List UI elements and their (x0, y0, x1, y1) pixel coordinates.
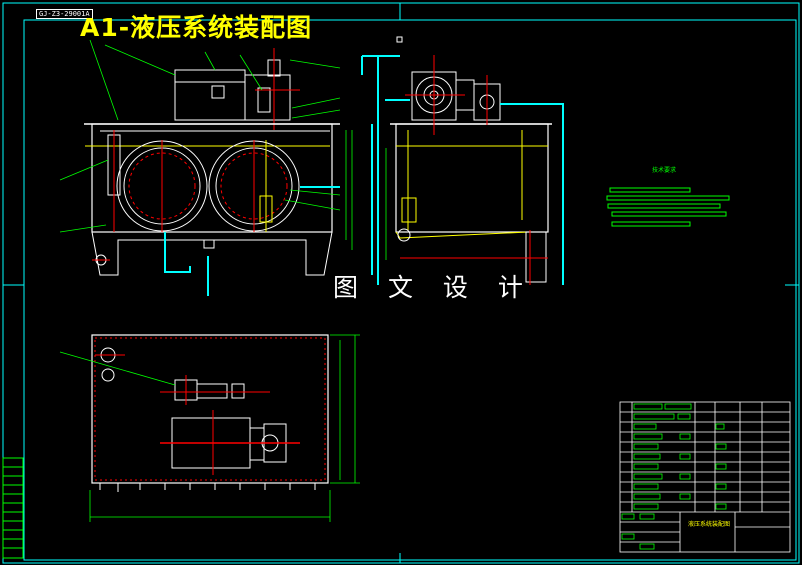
motor-block (174, 69, 246, 121)
drawing-title: A1-液压系统装配图 (80, 13, 313, 42)
plan-view (59, 334, 360, 522)
plan-tank (91, 334, 329, 484)
left-side-blocks (2, 457, 24, 559)
side-tank (395, 123, 549, 233)
technical-requirements-heading: 技术要求 (652, 167, 677, 174)
front-view (84, 48, 340, 296)
drawing-number: GJ-Z3-29001A (36, 9, 93, 19)
technical-requirements-lines (606, 187, 730, 227)
watermark: 图 文 设 计 (333, 273, 534, 302)
side-view-dimensions (345, 130, 387, 260)
title-block (619, 401, 791, 553)
front-view-leaders (59, 39, 341, 233)
valve-stack (244, 74, 291, 121)
parts-list-text-marks (621, 403, 727, 550)
title-block-drawing-name: 液压系统装配图 (688, 521, 731, 528)
side-view (361, 36, 564, 285)
